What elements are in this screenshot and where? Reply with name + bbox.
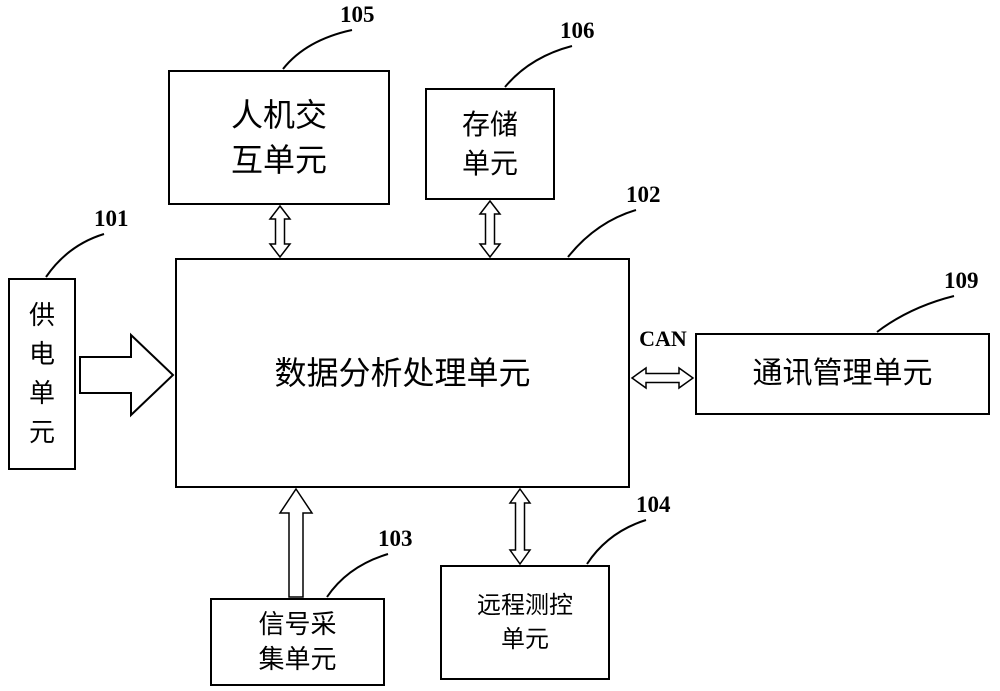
communication-management-unit-label: 通讯管理单元 bbox=[752, 357, 933, 390]
arrow-central-remote-icon bbox=[508, 487, 532, 566]
leader-line-101 bbox=[45, 233, 105, 278]
ref-number-109: 109 bbox=[944, 268, 979, 293]
box-data-analysis-processing-unit: 数据分析处理单元 bbox=[175, 258, 630, 488]
arrow-power-central-icon bbox=[79, 332, 175, 418]
ref-number-101: 101 bbox=[94, 206, 129, 231]
data-analysis-processing-unit-label: 数据分析处理单元 bbox=[274, 354, 531, 391]
leader-line-109 bbox=[876, 295, 955, 333]
power-supply-unit-label: 供 电 单 元 bbox=[28, 300, 55, 447]
ref-number-103: 103 bbox=[378, 526, 413, 551]
box-signal-acquisition-unit: 信号采 集单元 bbox=[210, 598, 385, 686]
remote-measurement-control-unit-label: 远程测控 单元 bbox=[477, 591, 573, 653]
box-communication-management-unit: 通讯管理单元 bbox=[695, 333, 990, 415]
signal-acquisition-unit-label: 信号采 集单元 bbox=[258, 608, 337, 674]
box-remote-measurement-control-unit: 远程测控 单元 bbox=[440, 565, 610, 680]
hmi-unit-label: 人机交 互单元 bbox=[230, 96, 327, 178]
ref-number-102: 102 bbox=[626, 182, 661, 207]
arrow-storage-central-icon bbox=[478, 199, 502, 259]
storage-unit-label: 存储 单元 bbox=[461, 108, 518, 179]
arrow-central-comm-icon bbox=[630, 366, 695, 390]
box-storage-unit: 存储 单元 bbox=[425, 88, 555, 200]
box-human-machine-interaction-unit: 人机交 互单元 bbox=[168, 70, 390, 205]
ref-number-106: 106 bbox=[560, 18, 595, 43]
leader-line-102 bbox=[567, 209, 637, 258]
ref-number-105: 105 bbox=[340, 2, 375, 27]
can-bus-label: CAN bbox=[639, 326, 687, 351]
leader-line-106 bbox=[504, 45, 573, 88]
leader-line-104 bbox=[586, 519, 647, 565]
arrow-hmi-central-icon bbox=[268, 204, 292, 259]
ref-number-104: 104 bbox=[636, 492, 671, 517]
box-power-supply-unit: 供 电 单 元 bbox=[8, 278, 76, 470]
arrow-signal-central-icon bbox=[278, 487, 314, 598]
leader-line-105 bbox=[282, 29, 353, 70]
leader-line-103 bbox=[326, 553, 389, 598]
